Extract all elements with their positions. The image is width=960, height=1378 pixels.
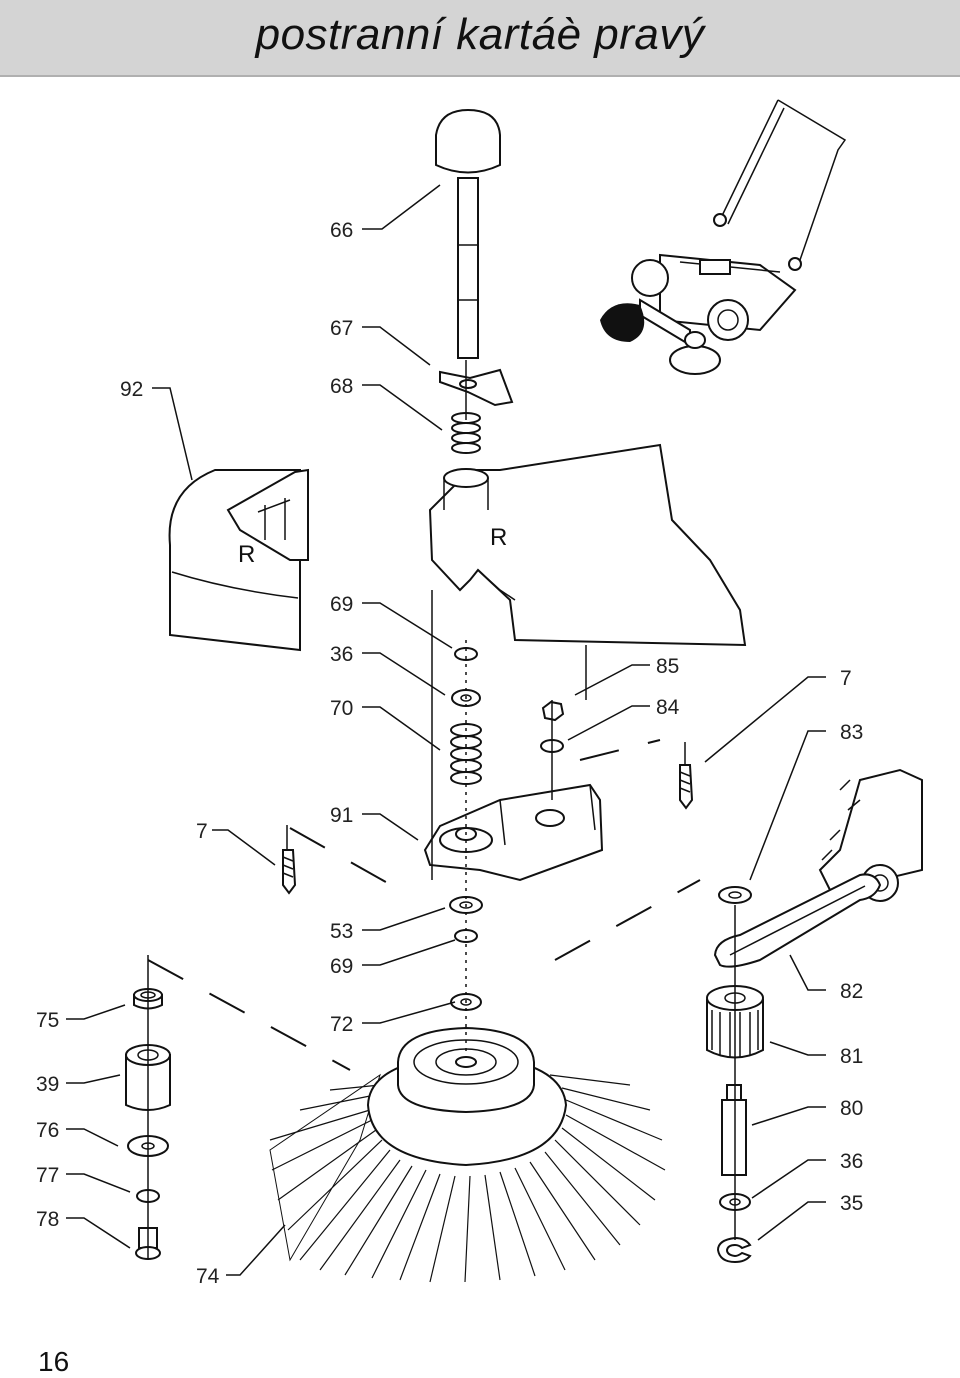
washer-83 [718, 886, 752, 904]
label-77: 77 [36, 1164, 59, 1187]
bracket-91 [423, 783, 604, 882]
label-67: 67 [330, 317, 353, 340]
label-7-left: 7 [196, 820, 208, 843]
title-bar: postranní kartáè pravý [0, 0, 960, 77]
label-82: 82 [840, 980, 863, 1003]
label-91: 91 [330, 804, 353, 827]
screw-7b [282, 849, 297, 895]
label-69-upper: 69 [330, 593, 353, 616]
label-39: 39 [36, 1073, 59, 1096]
axis-lines [147, 360, 736, 1260]
label-35: 35 [840, 1192, 863, 1215]
label-80: 80 [840, 1097, 863, 1120]
brush-74 [269, 1026, 666, 1283]
leader-lines [66, 184, 826, 1276]
label-81: 81 [840, 1045, 863, 1068]
sweeper-thumbnail [600, 99, 847, 375]
shaft-66 [435, 108, 501, 359]
label-85: 85 [656, 655, 679, 678]
section-mark-right: R [490, 524, 507, 551]
label-53: 53 [330, 920, 353, 943]
pin-80 [721, 1084, 747, 1176]
page-title: postranní kartáè pravý [255, 10, 705, 59]
label-66: 66 [330, 219, 353, 242]
label-70: 70 [330, 697, 353, 720]
frame [428, 443, 747, 647]
cover-92 [168, 468, 309, 652]
label-7-right: 7 [840, 667, 852, 690]
label-74: 74 [196, 1265, 220, 1288]
label-36-upper: 36 [330, 643, 353, 666]
section-mark-left: R [238, 541, 255, 568]
page-number: 16 [38, 1346, 70, 1377]
label-72: 72 [330, 1013, 353, 1036]
clip-35 [716, 1236, 752, 1264]
label-75: 75 [36, 1009, 59, 1032]
label-83: 83 [840, 721, 863, 744]
label-76: 76 [36, 1119, 59, 1142]
label-69-lower: 69 [330, 955, 353, 978]
screw-7a [679, 764, 694, 810]
label-92: 92 [120, 378, 143, 401]
label-84: 84 [656, 696, 680, 719]
part-labels: 66 67 68 92 69 36 70 85 84 7 83 91 7 53 … [36, 219, 863, 1288]
belt-82 [713, 873, 882, 968]
clip-67 [439, 368, 514, 407]
nut-85 [541, 700, 565, 722]
label-68: 68 [330, 375, 353, 398]
label-36-lower: 36 [840, 1150, 863, 1173]
label-78: 78 [36, 1208, 59, 1231]
